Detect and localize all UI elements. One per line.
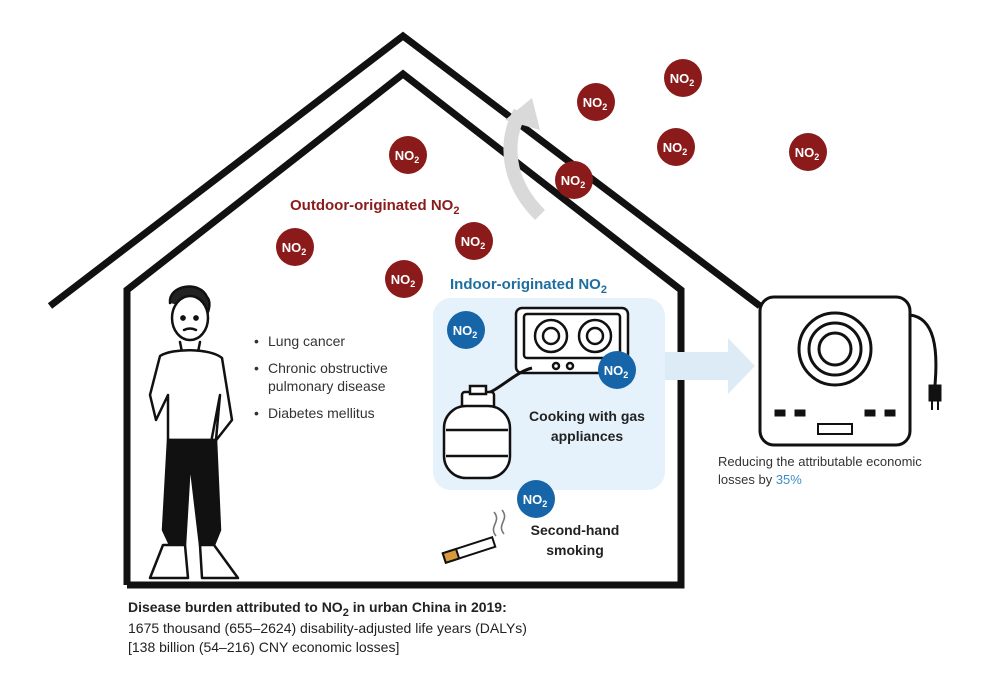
summary-heading: Disease burden attributed to NO2 in urba… <box>128 598 527 619</box>
svg-text:NO2: NO2 <box>453 323 478 340</box>
reduction-percent: 35% <box>775 472 802 487</box>
outdoor-no2-molecule: NO2 <box>789 133 827 171</box>
svg-text:NO2: NO2 <box>561 173 586 190</box>
summary-economic-losses: [138 billion (54–216) CNY economic losse… <box>128 639 400 655</box>
indoor-no2-molecule: NO2 <box>447 311 485 349</box>
svg-text:NO2: NO2 <box>583 95 608 112</box>
house-walls <box>123 69 685 589</box>
disease-item-diabetes: Diabetes mellitus <box>252 404 438 422</box>
summary-heading-text: Disease burden attributed to NO <box>128 599 343 615</box>
outdoor-no2-molecule: NO2 <box>555 161 593 199</box>
reduction-caption: Reducing the attributable economic losse… <box>718 453 948 489</box>
svg-text:NO2: NO2 <box>523 492 548 509</box>
person-illustration <box>148 285 240 580</box>
svg-text:NO2: NO2 <box>461 234 486 251</box>
outdoor-no2-molecule: NO2 <box>664 59 702 97</box>
house-illustration <box>47 31 763 589</box>
reduction-text: Reducing the attributable economic losse… <box>718 454 922 487</box>
cooking-source-label: Cooking with gas appliances <box>529 408 645 444</box>
house-outer-roof <box>47 31 763 309</box>
indoor-no2-molecule: NO2 <box>517 480 555 518</box>
outdoor-no2-molecule: NO2 <box>385 260 423 298</box>
gas-cylinder-icon <box>442 384 512 480</box>
summary-dalys: 1675 thousand (655–2624) disability-adju… <box>128 620 527 636</box>
outdoor-no2-molecule: NO2 <box>276 228 314 266</box>
gas-stove-icon <box>514 306 630 375</box>
outdoor-no2-label: Outdoor-originated NO2 <box>290 197 460 217</box>
svg-text:NO2: NO2 <box>663 140 688 157</box>
curved-arrow-icon <box>503 98 546 220</box>
outdoor-no2-label-sub: 2 <box>453 205 460 217</box>
svg-text:NO2: NO2 <box>391 272 416 289</box>
indoor-no2-molecule: NO2 <box>598 351 636 389</box>
svg-text:NO2: NO2 <box>795 145 820 162</box>
disease-item-lung-cancer: Lung cancer <box>252 332 438 350</box>
outdoor-no2-molecule: NO2 <box>657 128 695 166</box>
indoor-no2-label: Indoor-originated NO2 <box>450 276 607 296</box>
disease-item-copd: Chronic obstructive pulmonary disease <box>252 359 438 395</box>
cigarette-icon <box>441 509 506 565</box>
outdoor-no2-molecule: NO2 <box>389 136 427 174</box>
svg-text:NO2: NO2 <box>604 363 629 380</box>
svg-text:NO2: NO2 <box>670 71 695 88</box>
svg-text:NO2: NO2 <box>395 148 420 165</box>
summary-heading-sub: 2 <box>342 607 349 619</box>
summary-heading-tail: in urban China in 2019: <box>348 599 507 615</box>
disease-burden-summary: Disease burden attributed to NO2 in urba… <box>128 598 527 657</box>
induction-cooker-icon <box>758 295 942 447</box>
svg-text:NO2: NO2 <box>282 240 307 257</box>
outdoor-no2-molecule: NO2 <box>455 222 493 260</box>
disease-list: Lung cancer Chronic obstructive pulmonar… <box>252 332 438 431</box>
outdoor-no2-molecule: NO2 <box>577 83 615 121</box>
smoking-source-label: Second-hand smoking <box>530 522 620 558</box>
indoor-no2-label-sub: 2 <box>600 284 607 296</box>
outdoor-no2-label-text: Outdoor-originated NO <box>290 197 454 214</box>
arrow-to-induction-cooker <box>665 338 755 394</box>
indoor-no2-label-text: Indoor-originated NO <box>450 276 601 293</box>
